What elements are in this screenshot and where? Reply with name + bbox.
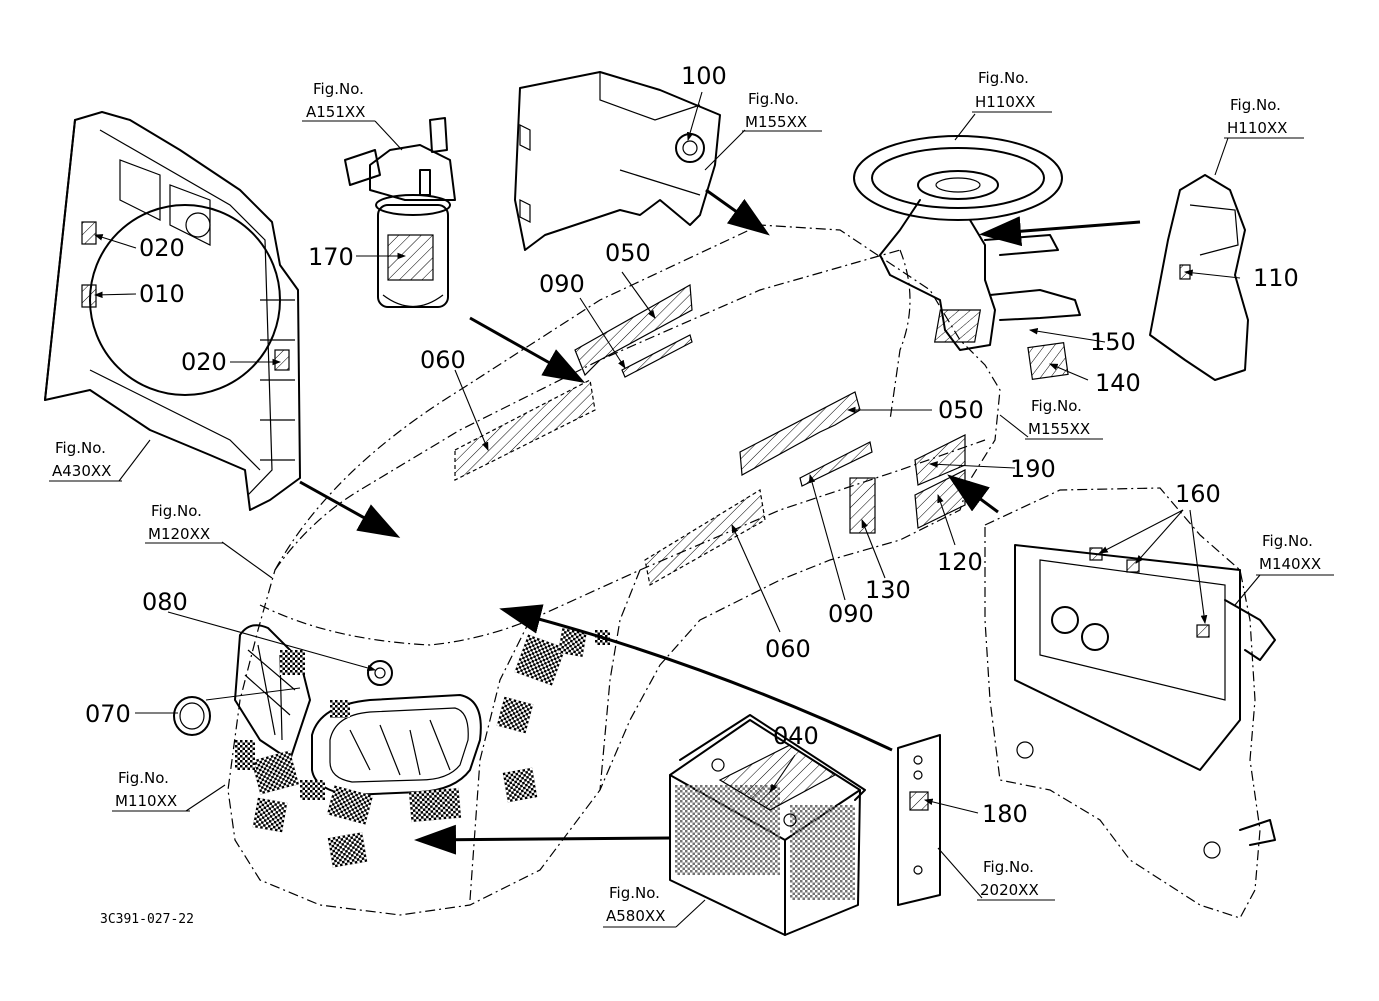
svg-text:M155XX: M155XX (745, 113, 807, 131)
upper-dash-panel-part (514, 71, 721, 251)
callout-130: 130 (865, 576, 911, 604)
fig-ref-m155-side: Fig.No. M155XX (1025, 397, 1103, 440)
svg-text:M110XX: M110XX (115, 792, 177, 810)
hood-body-part (227, 224, 1001, 916)
svg-text:Fig.No.: Fig.No. (1262, 532, 1313, 550)
callout-050-side: 050 (938, 396, 984, 424)
svg-text:2020XX: 2020XX (980, 881, 1039, 899)
callout-090-top: 090 (539, 270, 585, 298)
callout-010: 010 (139, 280, 185, 308)
fig-ref-a430: Fig.No. A430XX (49, 439, 122, 482)
svg-text:Fig.No.: Fig.No. (1031, 397, 1082, 415)
identification-plate-part (897, 734, 941, 906)
callout-070: 070 (85, 700, 131, 728)
callout-150: 150 (1090, 328, 1136, 356)
callout-100: 100 (681, 62, 727, 90)
callout-170: 170 (308, 243, 354, 271)
svg-text:Fig.No.: Fig.No. (151, 502, 202, 520)
svg-text:A580XX: A580XX (606, 907, 665, 925)
fig-ref-a151: Fig.No. A151XX (302, 80, 375, 122)
fig-ref-h110-cover: Fig.No. H110XX (1224, 96, 1304, 139)
cap-part (173, 696, 211, 736)
callout-140: 140 (1095, 369, 1141, 397)
fig-ref-m140: Fig.No. M140XX (1256, 532, 1334, 576)
svg-text:Fig.No.: Fig.No. (748, 90, 799, 108)
callout-040: 040 (773, 722, 819, 750)
callout-020-upper: 020 (139, 234, 185, 262)
callout-060-top: 060 (420, 346, 466, 374)
fig-ref-m110: Fig.No. M110XX (112, 769, 190, 812)
svg-text:M140XX: M140XX (1259, 555, 1321, 573)
callout-110: 110 (1253, 264, 1299, 292)
callout-060-side: 060 (765, 635, 811, 663)
svg-text:M155XX: M155XX (1028, 420, 1090, 438)
callout-080: 080 (142, 588, 188, 616)
leader-lines (93, 91, 1261, 928)
svg-text:H110XX: H110XX (1227, 119, 1287, 137)
callout-120: 120 (937, 548, 983, 576)
callout-180: 180 (982, 800, 1028, 828)
fig-ref-a580: Fig.No. A580XX (603, 884, 676, 928)
rear-panel-part (984, 487, 1276, 919)
svg-text:Fig.No.: Fig.No. (609, 884, 660, 902)
svg-text:Fig.No.: Fig.No. (983, 858, 1034, 876)
fig-ref-m155-top: Fig.No. M155XX (742, 90, 822, 132)
fuel-filter-part (344, 117, 456, 308)
callout-090-side: 090 (828, 600, 874, 628)
callout-020-lower: 020 (181, 348, 227, 376)
fig-ref-m120: Fig.No. M120XX (145, 502, 223, 544)
svg-text:Fig.No.: Fig.No. (978, 69, 1029, 87)
svg-text:A151XX: A151XX (306, 103, 365, 121)
direction-arrows (299, 188, 1141, 855)
svg-text:Fig.No.: Fig.No. (1230, 96, 1281, 114)
callout-050-top: 050 (605, 239, 651, 267)
svg-text:A430XX: A430XX (52, 462, 111, 480)
svg-text:H110XX: H110XX (975, 93, 1035, 111)
drawing-code: 3C391-027-22 (100, 912, 194, 927)
fig-ref-2020: Fig.No. 2020XX (977, 858, 1055, 901)
battery-part (669, 714, 866, 936)
svg-text:Fig.No.: Fig.No. (55, 439, 106, 457)
callout-160: 160 (1175, 480, 1221, 508)
callout-labels: 100 170 020 010 020 090 050 060 050 150 … (85, 62, 1299, 828)
figure-references: Fig.No. A151XX Fig.No. M155XX Fig.No. H1… (49, 69, 1334, 928)
svg-text:Fig.No.: Fig.No. (313, 80, 364, 98)
steering-assembly-part (853, 135, 1081, 381)
callout-190: 190 (1010, 455, 1056, 483)
svg-text:M120XX: M120XX (148, 525, 210, 543)
svg-text:Fig.No.: Fig.No. (118, 769, 169, 787)
fig-ref-h110-wheel: Fig.No. H110XX (972, 69, 1052, 113)
